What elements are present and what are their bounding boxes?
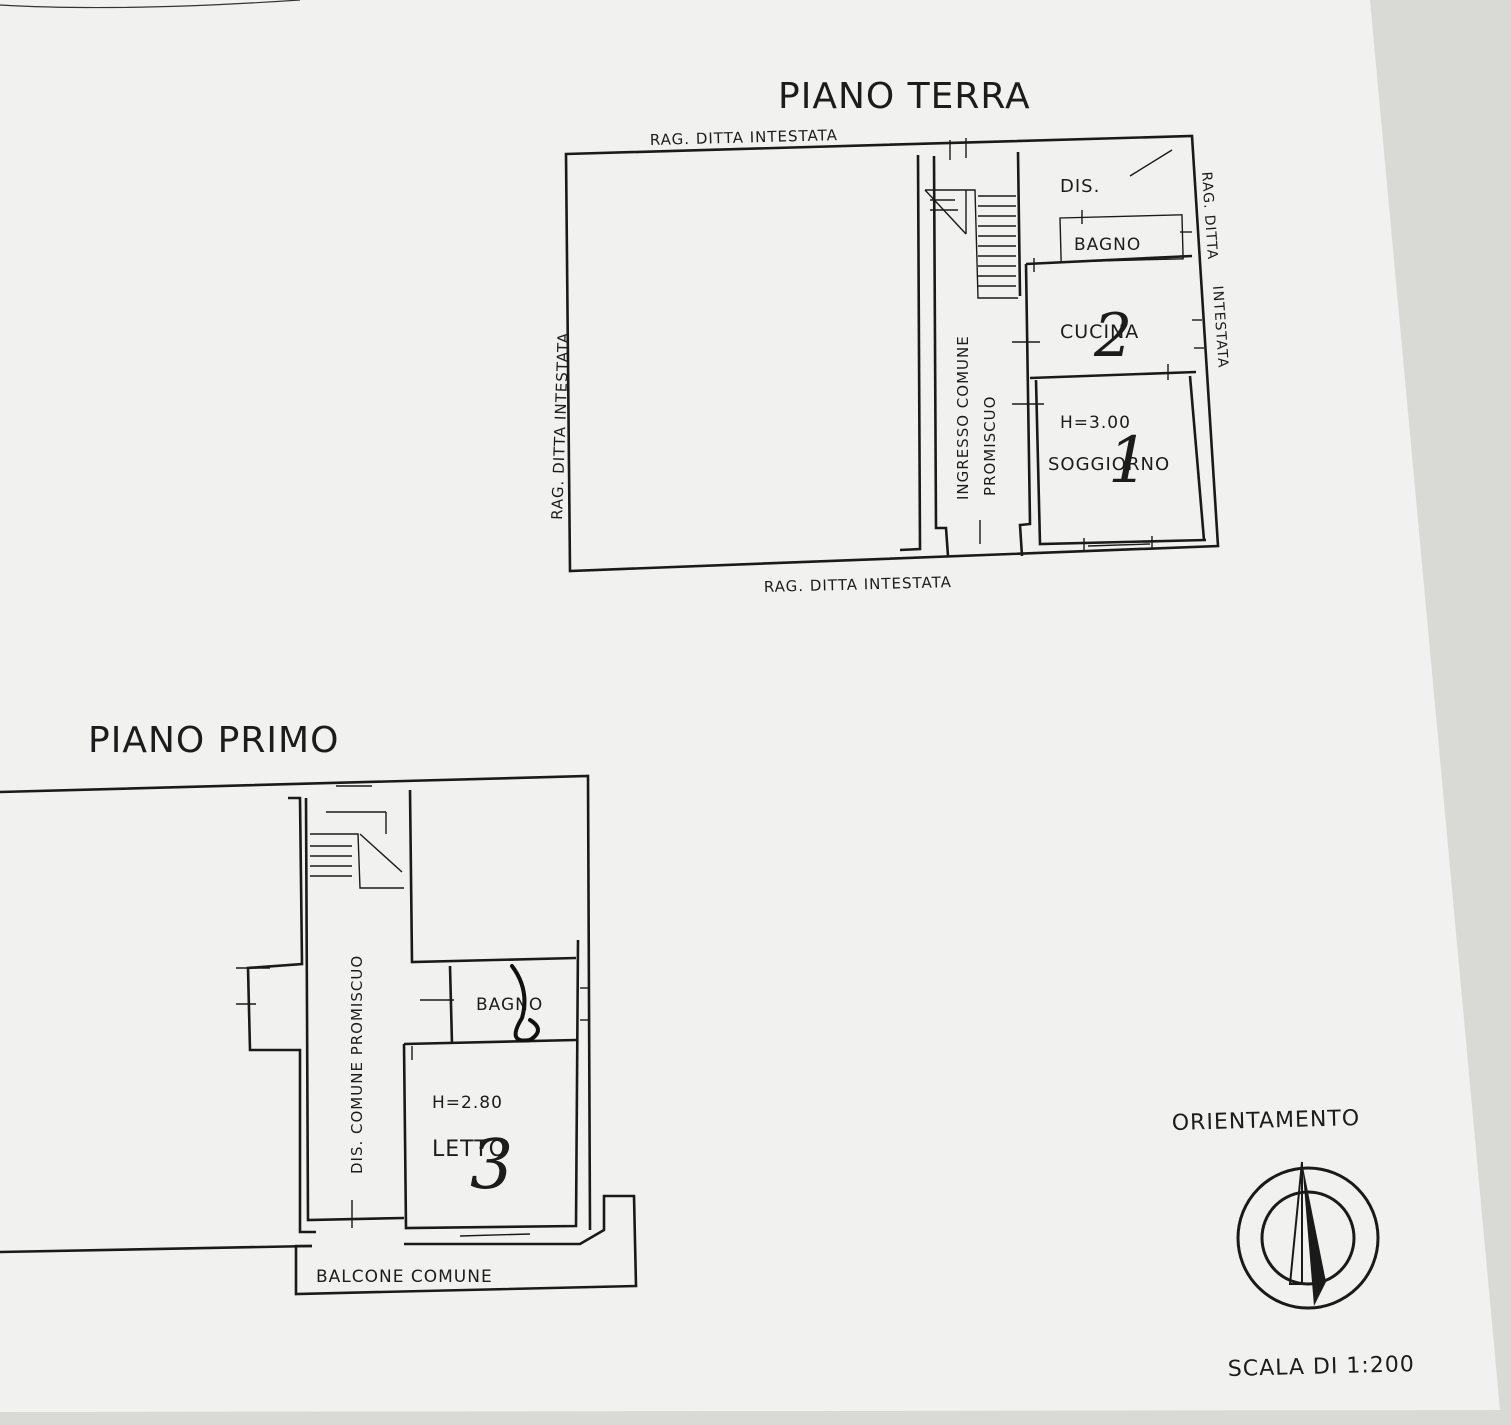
room-entrance-line-2: PROMISCUO: [981, 396, 999, 496]
scale-label: SCALA DI 1:200: [1228, 1352, 1416, 1382]
ground-floor-title: PIANO TERRA: [778, 76, 1031, 117]
room-letto: LETTO: [432, 1137, 507, 1162]
room-corridor-first: DIS. COMUNE PROMISCUO: [348, 955, 366, 1174]
room-balcone: BALCONE COMUNE: [316, 1267, 493, 1287]
ground-label-right-1: RAG. DITTA: [1198, 171, 1220, 260]
handwritten-number-letto: 3: [470, 1126, 514, 1205]
room-height-ground: H=3.00: [1060, 413, 1131, 433]
orientation-block: ORIENTAMENTO SCALA DI 1:200: [1172, 1106, 1416, 1382]
handwritten-number-cucina: 2: [1093, 301, 1133, 371]
ground-floor-staircase: [924, 189, 1018, 299]
first-floor-title: PIANO PRIMO: [88, 720, 339, 761]
room-cucina: CUCINA: [1060, 321, 1139, 343]
ground-label-right-2: INTESTATA: [1209, 285, 1231, 369]
ground-floor-plan: PIANO TERRA: [548, 76, 1231, 596]
room-dis: DIS.: [1060, 176, 1100, 197]
first-floor-staircase: [310, 811, 404, 889]
ground-label-bottom: RAG. DITTA INTESTATA: [764, 573, 952, 596]
orientation-label: ORIENTAMENTO: [1172, 1106, 1361, 1136]
ground-label-top: RAG. DITTA INTESTATA: [650, 126, 838, 149]
room-bagno-first: BAGNO: [476, 995, 543, 1015]
north-arrow-icon: [1236, 1161, 1380, 1310]
room-height-first: H=2.80: [432, 1093, 503, 1113]
room-soggiorno: SOGGIORNO: [1048, 454, 1170, 475]
room-bagno-ground: BAGNO: [1074, 235, 1141, 255]
handwritten-number-soggiorno: 1: [1108, 424, 1150, 498]
first-floor-plan: PIANO PRIMO DI: [0, 720, 638, 1296]
room-entrance-line-1: INGRESSO COMUNE: [954, 335, 972, 500]
